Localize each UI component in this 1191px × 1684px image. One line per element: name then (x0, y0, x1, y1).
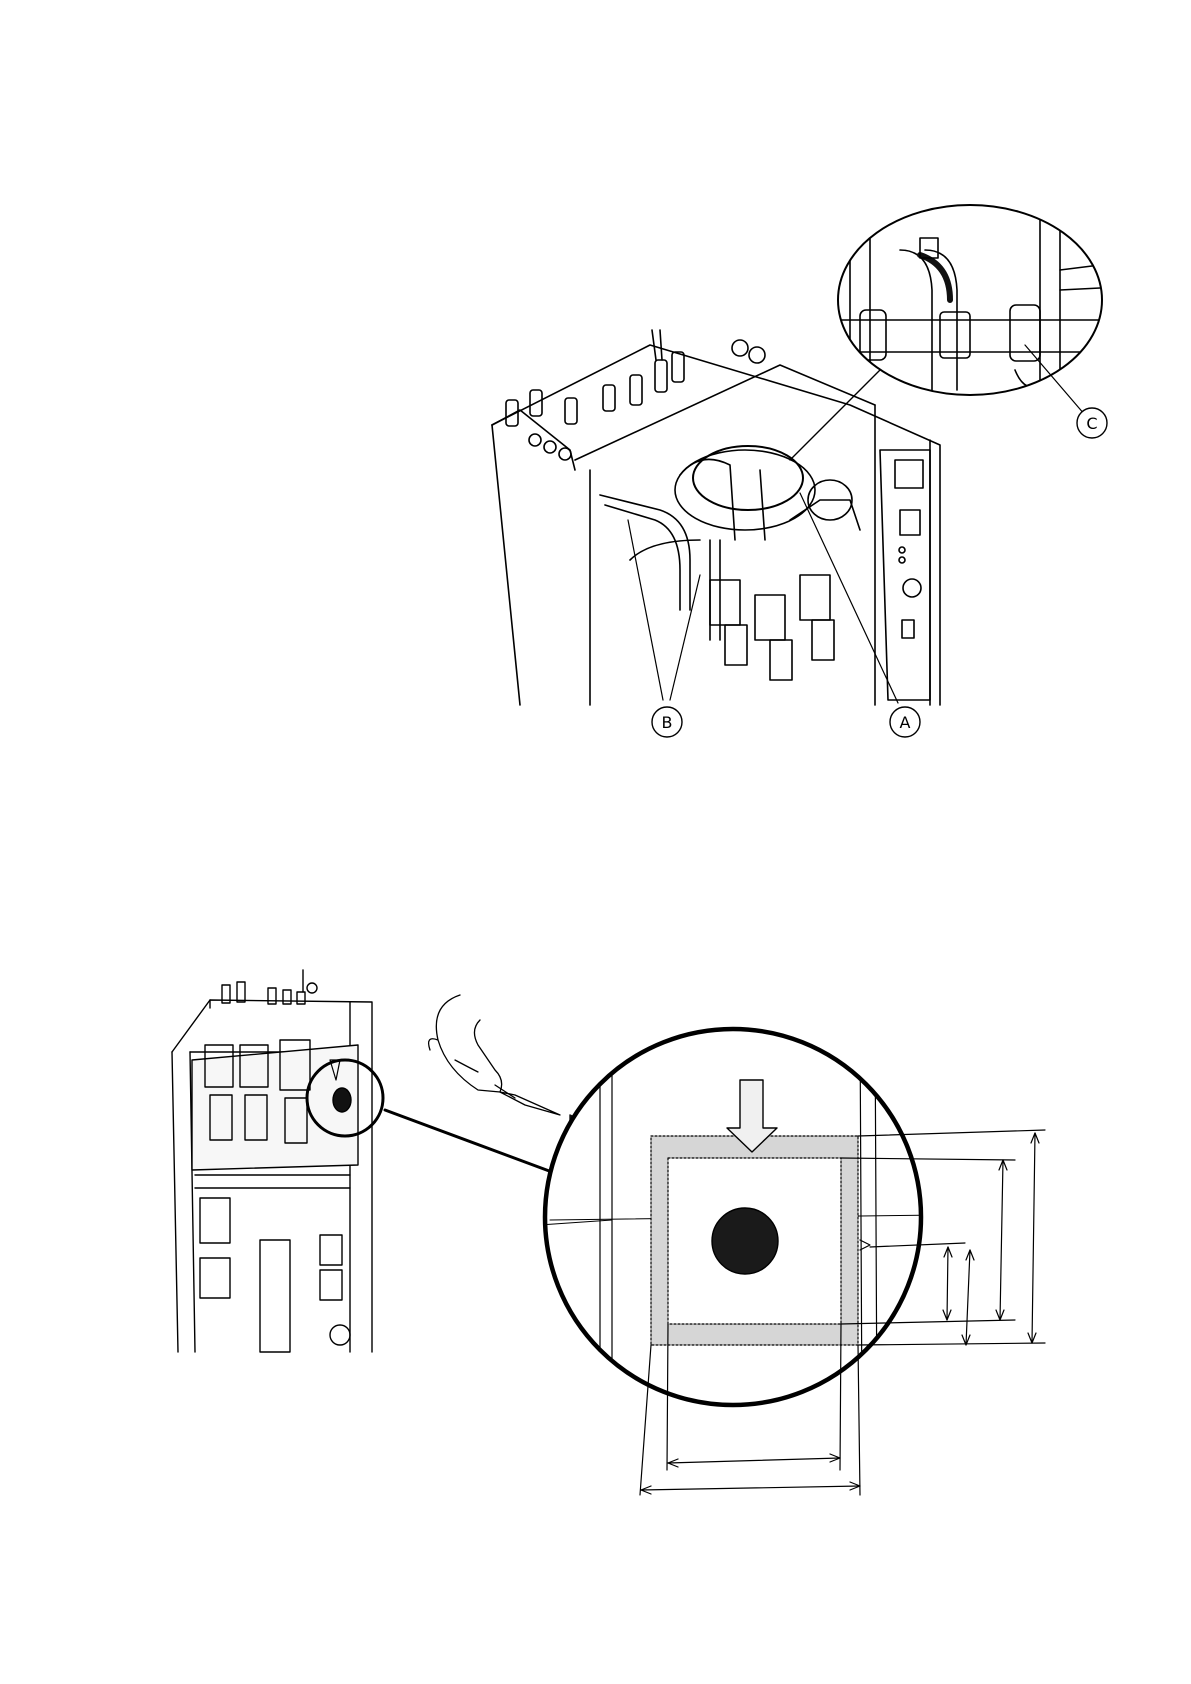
zoom-connector-line (385, 1110, 560, 1175)
heat-pump-cabinet-front (172, 970, 372, 1352)
callout-a-label: A (900, 713, 911, 732)
detail-highlight-ring (693, 446, 803, 510)
control-panel (880, 450, 930, 700)
internal-pipework (600, 450, 860, 640)
hand-with-knife-illustration (429, 995, 560, 1115)
callout-b: B (652, 707, 682, 737)
callout-b-leader-2 (670, 575, 700, 700)
callout-a: A (890, 707, 920, 737)
callout-b-leader-1 (628, 520, 663, 700)
top-pipe-connections (506, 330, 765, 460)
zoom-detail-connection-c (838, 205, 1102, 400)
callout-a-leader (800, 493, 898, 703)
callout-c: C (1077, 408, 1107, 438)
top-figure (492, 205, 1102, 705)
detail-leader-line (790, 370, 880, 460)
bottom-figure (172, 970, 1045, 1495)
zoom-detail-cutout (540, 1020, 940, 1420)
valve-actuators (710, 575, 834, 680)
callout-b-label: B (662, 713, 673, 732)
callout-c-label: C (1086, 414, 1097, 433)
